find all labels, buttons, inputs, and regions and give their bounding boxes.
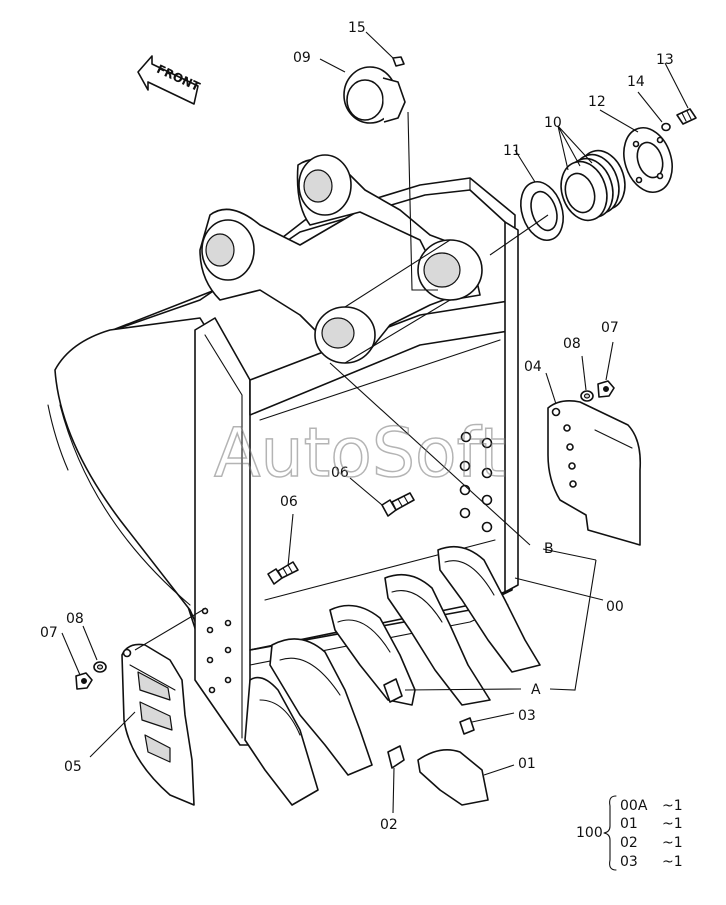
bolt-13 [661,108,697,132]
watermark: AutoSoft [214,414,506,493]
label-06-mid: 06 [331,465,349,481]
kit-row-part: 00A [620,798,648,814]
kit-row-part: 03 [620,854,638,870]
pin-02 [387,745,405,769]
side-cutter-left [121,643,195,806]
label-11: 11 [503,143,521,159]
label-15: 15 [348,20,366,36]
label-08-left: 08 [66,611,84,627]
label-05: 05 [64,759,82,775]
nut-washer-right [580,380,615,402]
leader-lines [61,31,689,814]
kit-row-qty: ~1 [662,835,683,851]
label-03: 03 [518,708,536,724]
label-14: 14 [627,74,645,90]
label-13: 13 [656,52,674,68]
label-B: B [544,541,554,557]
seal-11 [520,181,564,241]
kit-row-qty: ~1 [662,798,683,814]
label-01: 01 [518,756,536,772]
label-08-right: 08 [563,336,581,352]
teeth-row [244,545,541,806]
kit-number: 100 [576,825,603,841]
part-labels: 15 09 13 14 12 10 11 04 08 07 06 06 B 00… [40,20,674,833]
label-06-left: 06 [280,494,298,510]
kit-row-part: 02 [620,835,638,851]
label-A: A [531,682,541,698]
label-07-right: 07 [601,320,619,336]
label-10: 10 [544,115,562,131]
label-02: 02 [380,817,398,833]
pin-09 [343,66,406,124]
label-12: 12 [588,94,606,110]
kit-row-part: 01 [620,816,638,832]
bolt-holes [201,431,493,694]
shims-10 [560,149,626,222]
kit-row-qty: ~1 [662,854,683,870]
label-04: 04 [524,359,542,375]
pin-15 [392,56,405,67]
bolt-mid [381,492,415,517]
label-09: 09 [293,50,311,66]
nut-washer-left [75,661,107,690]
kit-list: 100 00A ~1 01 ~1 02 ~1 03 ~1 [576,795,683,871]
front-arrow: FRONT [137,55,203,105]
label-07-left: 07 [40,625,58,641]
plate-12 [623,127,673,193]
link-brackets [199,154,483,364]
side-cutter-right [547,400,642,546]
label-00: 00 [606,599,624,615]
lock-03 [459,717,475,735]
kit-row-qty: ~1 [662,816,683,832]
tooth-01 [417,749,489,806]
